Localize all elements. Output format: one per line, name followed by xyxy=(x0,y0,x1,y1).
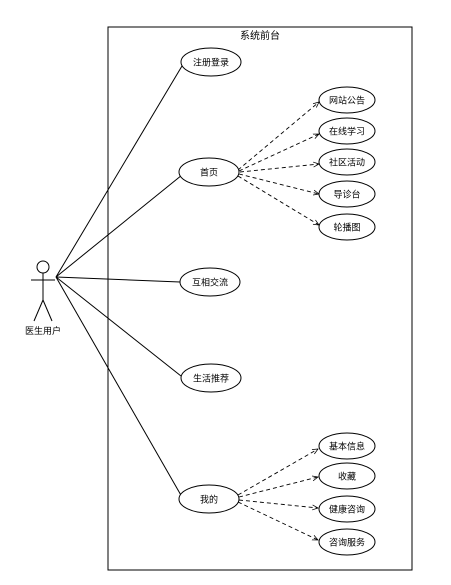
assoc-exchange xyxy=(55,276,181,283)
use-case-basic-info-ellipse xyxy=(318,432,376,460)
actor-head xyxy=(36,260,50,274)
mine-includes xyxy=(237,449,318,541)
assoc-register xyxy=(55,65,183,278)
assoc-mine xyxy=(55,276,183,498)
use-case-notice-ellipse xyxy=(318,86,376,114)
use-case-mine-ellipse xyxy=(178,484,240,514)
use-case-carousel: 轮播图 xyxy=(318,213,376,241)
use-case-favorites-ellipse xyxy=(318,462,376,490)
use-case-notice: 网站公告 xyxy=(318,86,376,114)
actor-doctor: 医生用户 xyxy=(25,260,61,337)
use-case-recommend: 生活推荐 xyxy=(180,363,242,393)
use-case-home: 首页 xyxy=(178,157,240,187)
use-case-notice-label: 网站公告 xyxy=(329,95,365,107)
include-community xyxy=(239,164,319,173)
use-case-favorites-label: 收藏 xyxy=(338,471,356,483)
use-case-study-label: 在线学习 xyxy=(329,126,365,138)
assoc-home xyxy=(55,174,183,278)
include-notice xyxy=(237,102,319,171)
include-study xyxy=(238,133,319,172)
include-consult-service xyxy=(237,501,318,541)
actor-left-leg xyxy=(33,299,44,322)
use-case-register-label: 注册登录 xyxy=(193,57,229,69)
use-case-register: 注册登录 xyxy=(180,47,242,77)
include-favorites xyxy=(238,477,318,498)
use-case-community: 社区活动 xyxy=(318,148,376,176)
use-case-carousel-label: 轮播图 xyxy=(333,222,360,234)
use-case-health-consult-ellipse xyxy=(318,495,376,523)
actor-right-leg xyxy=(42,299,53,322)
use-case-consult-service-ellipse xyxy=(318,528,376,556)
use-case-community-ellipse xyxy=(318,148,376,176)
use-case-consult-service-label: 咨询服务 xyxy=(329,537,365,549)
use-case-study: 在线学习 xyxy=(318,117,376,145)
use-case-basic-info: 基本信息 xyxy=(318,432,376,460)
use-case-home-ellipse xyxy=(178,157,240,187)
use-case-favorites: 收藏 xyxy=(318,462,376,490)
use-case-register-ellipse xyxy=(180,47,242,77)
use-case-health-consult: 健康咨询 xyxy=(318,495,376,523)
use-case-guide-ellipse xyxy=(318,180,376,208)
use-case-recommend-ellipse xyxy=(180,363,242,393)
use-case-recommend-label: 生活推荐 xyxy=(193,373,229,385)
include-basic-info xyxy=(237,449,318,496)
use-case-exchange-label: 互相交流 xyxy=(192,277,228,289)
use-case-mine: 我的 xyxy=(178,484,240,514)
include-carousel xyxy=(237,175,319,225)
use-case-home-label: 首页 xyxy=(200,167,218,179)
use-case-mine-label: 我的 xyxy=(200,494,218,506)
use-case-guide-label: 导诊台 xyxy=(333,189,360,201)
use-case-exchange: 互相交流 xyxy=(179,267,241,297)
use-case-community-label: 社区活动 xyxy=(329,157,365,169)
use-case-exchange-ellipse xyxy=(179,267,241,297)
include-health-consult xyxy=(238,499,318,508)
use-case-health-consult-label: 健康咨询 xyxy=(329,504,365,516)
system-boundary xyxy=(107,26,413,571)
use-case-study-ellipse xyxy=(318,117,376,145)
use-case-guide: 导诊台 xyxy=(318,180,376,208)
use-case-carousel-ellipse xyxy=(318,213,376,241)
use-case-consult-service: 咨询服务 xyxy=(318,528,376,556)
assoc-recommend xyxy=(55,276,182,377)
use-case-basic-info-label: 基本信息 xyxy=(329,441,365,453)
system-title: 系统前台 xyxy=(240,29,280,42)
actor-label: 医生用户 xyxy=(25,325,61,337)
home-includes xyxy=(237,102,319,225)
associations xyxy=(55,65,183,498)
